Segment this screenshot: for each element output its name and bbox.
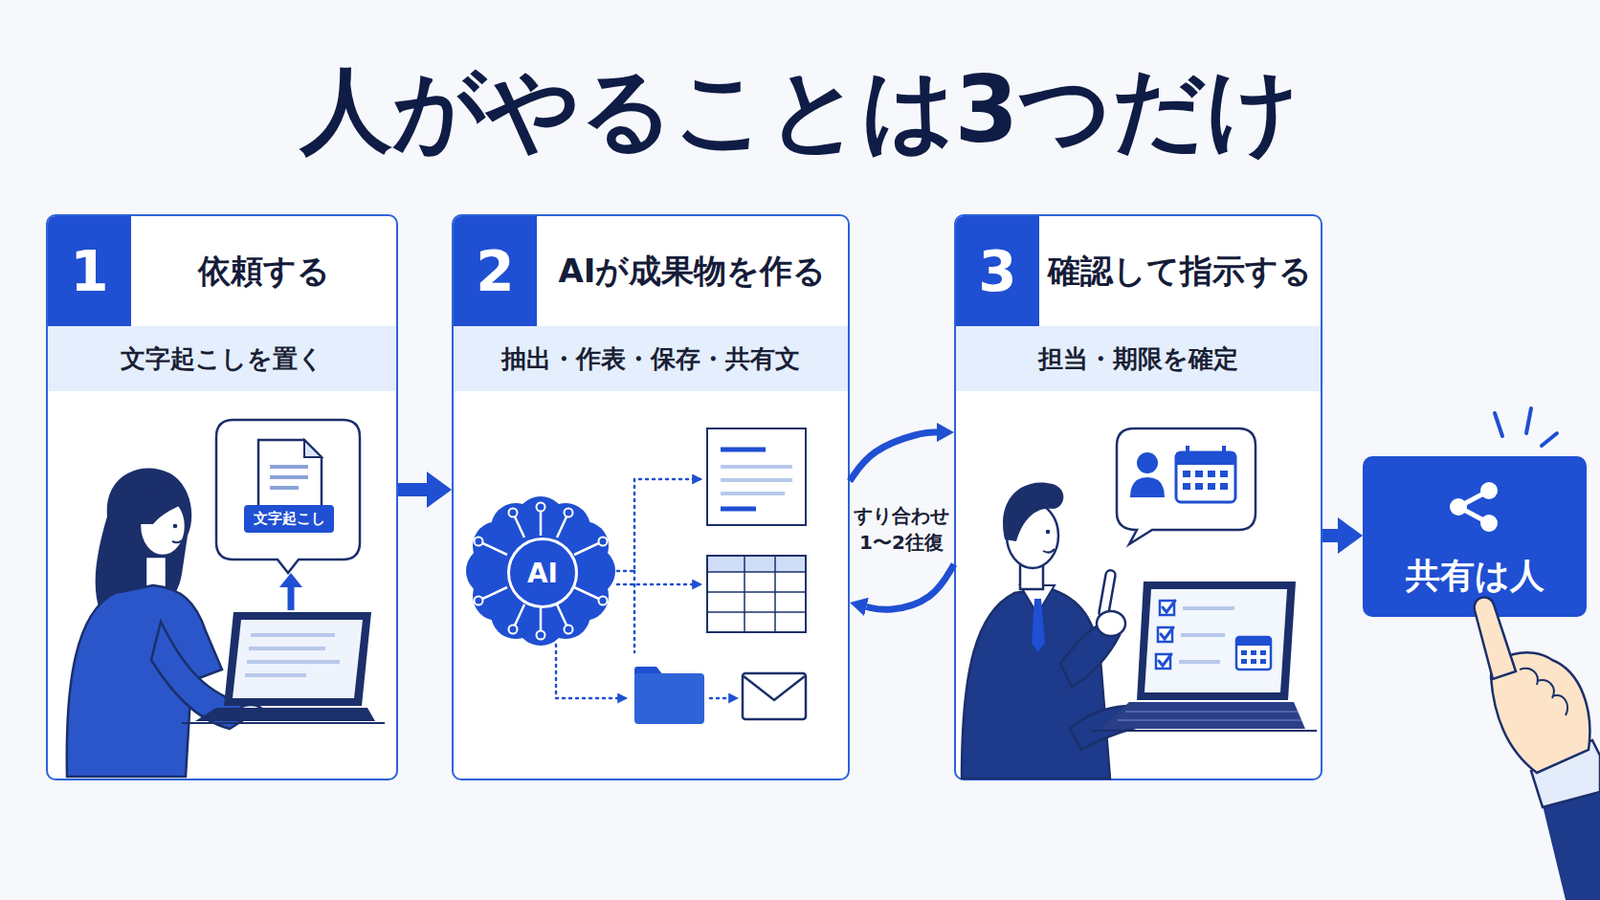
emphasis-lines xyxy=(1494,413,1503,437)
pointing-hand xyxy=(1542,790,1600,900)
button-label: 共有は人 xyxy=(1362,552,1587,600)
tag-label: 文字起こし xyxy=(253,510,326,529)
step-heading: AIが成果物を作る xyxy=(536,216,848,327)
step-number: 3 xyxy=(955,216,1040,327)
pointing-hand xyxy=(1531,740,1600,808)
flow-arrow xyxy=(849,432,937,482)
step-panel: 3確認して指示する担当・期限を確定 xyxy=(954,214,1323,781)
step-heading: 依頼する xyxy=(131,216,397,327)
emphasis-lines xyxy=(1494,408,1557,446)
step-subheading: 担当・期限を確定 xyxy=(955,326,1321,392)
pointing-hand xyxy=(1519,668,1538,686)
step-number: 1 xyxy=(47,216,132,327)
note-label: すり合わせ 1〜2往復 xyxy=(850,502,953,556)
pointing-hand xyxy=(1474,597,1600,900)
pointing-hand xyxy=(1552,695,1568,716)
pointing-hand xyxy=(1490,652,1590,774)
step-panel: 1依頼する文字起こしを置く文字起こし xyxy=(45,214,399,781)
step-subheading: 抽出・作表・保存・共有文 xyxy=(453,326,848,392)
flow-arrow xyxy=(1322,529,1338,543)
step-panel: 2AIが成果物を作る抽出・作表・保存・共有文 AI xyxy=(451,214,850,781)
step-heading: 確認して指示する xyxy=(1039,216,1321,327)
flow-arrow xyxy=(398,483,427,497)
emphasis-lines xyxy=(1526,408,1532,434)
ai-core: AI xyxy=(507,537,578,609)
ai-label: AI xyxy=(527,557,558,590)
file-tag: 文字起こし xyxy=(244,505,334,534)
emphasis-lines xyxy=(1541,433,1557,446)
flow-arrow xyxy=(866,564,955,610)
share-button: 共有は人 xyxy=(1362,456,1587,618)
page-title: 人がやることは3つだけ xyxy=(0,55,1600,166)
step-subheading: 文字起こしを置く xyxy=(47,326,397,392)
step-number: 2 xyxy=(453,216,537,327)
pointing-hand xyxy=(1536,680,1555,699)
